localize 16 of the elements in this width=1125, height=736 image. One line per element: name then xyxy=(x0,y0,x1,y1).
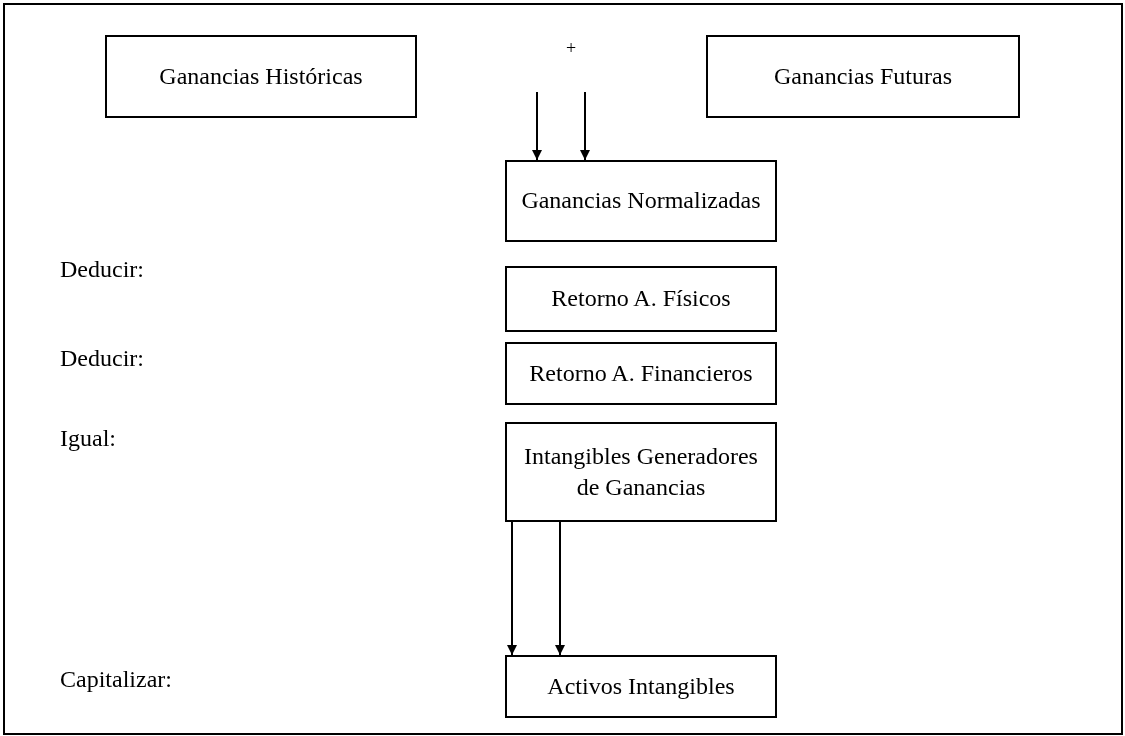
row-label: Igual: xyxy=(60,425,116,452)
row-label: Capitalizar: xyxy=(60,666,172,693)
row-label: Deducir: xyxy=(60,345,144,372)
process-box: Activos Intangibles xyxy=(505,655,777,718)
arrow xyxy=(580,91,590,161)
process-box: Intangibles Generadores de Ganancias xyxy=(505,422,777,522)
process-box: Ganancias Históricas xyxy=(105,35,417,118)
process-box: Ganancias Normalizadas xyxy=(505,160,777,242)
arrow xyxy=(555,521,565,656)
process-box: Retorno A. Financieros xyxy=(505,342,777,405)
arrow xyxy=(507,521,517,656)
plus-sign: + xyxy=(566,38,577,59)
process-box: Ganancias Futuras xyxy=(706,35,1020,118)
arrow xyxy=(532,91,542,161)
row-label: Deducir: xyxy=(60,256,144,283)
process-box: Retorno A. Físicos xyxy=(505,266,777,332)
